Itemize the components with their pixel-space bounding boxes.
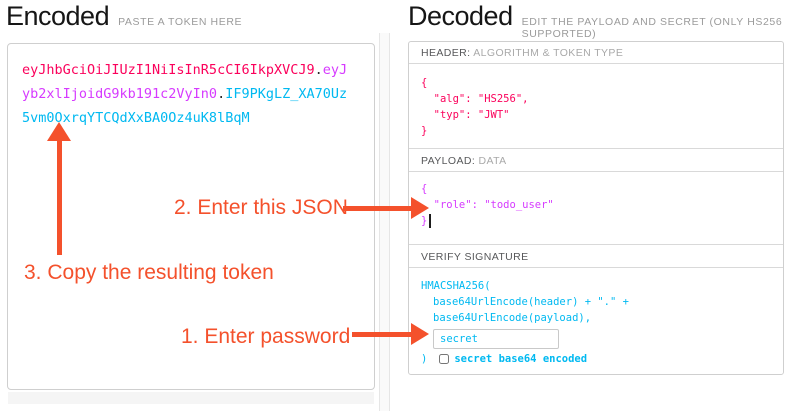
payload-json-editor[interactable]: { "role": "todo_user" } — [409, 172, 783, 244]
base64-encoded-checkbox[interactable] — [439, 354, 450, 364]
step1-arrow-line — [352, 332, 413, 337]
decoded-header: Decoded EDIT THE PAYLOAD AND SECRET (ONL… — [408, 1, 793, 40]
sig-line-encode-payload: base64UrlEncode(payload), — [433, 312, 592, 324]
annotation-step3-label: 3. Copy the resulting token — [24, 261, 274, 284]
header-json: { "alg": "HS256", "typ": "JWT" } — [421, 77, 529, 137]
annotation-step1-label: 1. Enter password — [181, 325, 351, 348]
sig-close-paren: ) — [421, 353, 428, 365]
annotation-step2-label: 2. Enter this JSON — [174, 196, 348, 219]
token-dot-2: . — [217, 86, 226, 102]
decoded-subtitle: EDIT THE PAYLOAD AND SECRET (ONLY HS256 … — [521, 16, 783, 40]
token-signature-segment: IF9PKgLZ_XA70Uz5vm0OxrqYTCQdXxBA0Oz4uK8l… — [22, 86, 348, 126]
encoded-title: Encoded — [6, 1, 110, 31]
secret-input[interactable] — [433, 329, 559, 349]
verify-signature-label: VERIFY SIGNATURE — [421, 251, 529, 263]
header-label-dim: ALGORITHM & TOKEN TYPE — [473, 47, 624, 59]
header-label-strong: HEADER: — [421, 47, 471, 59]
step3-arrow-head-icon — [47, 122, 71, 141]
step2-arrow-line — [343, 206, 413, 211]
base64-encoded-label: secret base64 encoded — [454, 353, 588, 365]
payload-label-dim: DATA — [478, 155, 507, 167]
header-section-label: HEADER: ALGORITHM & TOKEN TYPE — [409, 42, 783, 64]
encoded-header: Encoded PASTE A TOKEN HERE — [6, 1, 242, 32]
token-payload-segment: eyJyb2xlIjoidG9kb191c2VyIn0 — [22, 62, 348, 102]
step2-arrow-head-icon — [411, 197, 429, 219]
payload-label-strong: PAYLOAD: — [421, 155, 476, 167]
payload-section-label: PAYLOAD: DATA — [409, 148, 783, 172]
sig-line-encode-header: base64UrlEncode(header) + "." + — [433, 296, 629, 308]
sig-line-hmac: HMACSHA256( — [421, 280, 491, 292]
vertical-scrollbar[interactable] — [379, 33, 390, 411]
signature-code-block: HMACSHA256( base64UrlEncode(header) + ".… — [409, 268, 783, 374]
decoded-title: Decoded — [408, 1, 513, 31]
payload-json: { "role": "todo_user" } — [421, 183, 554, 227]
token-header-segment: eyJhbGciOiJIUzI1NiIsInR5cCI6IkpXVCJ9 — [22, 62, 315, 78]
text-cursor — [429, 214, 431, 228]
signature-section-label: VERIFY SIGNATURE — [409, 244, 783, 268]
encoded-token-textarea[interactable]: eyJhbGciOiJIUzI1NiIsInR5cCI6IkpXVCJ9.eyJ… — [7, 43, 375, 390]
encoded-subtitle: PASTE A TOKEN HERE — [118, 16, 243, 28]
decoded-panel: HEADER: ALGORITHM & TOKEN TYPE { "alg": … — [408, 41, 784, 375]
header-json-editor[interactable]: { "alg": "HS256", "typ": "JWT" } — [409, 64, 783, 148]
horizontal-scrollbar[interactable] — [8, 392, 374, 404]
jwt-token-text: eyJhbGciOiJIUzI1NiIsInR5cCI6IkpXVCJ9.eyJ… — [22, 58, 352, 130]
step1-arrow-head-icon — [411, 323, 429, 345]
token-dot-1: . — [314, 62, 323, 78]
step3-arrow-line — [57, 140, 62, 255]
